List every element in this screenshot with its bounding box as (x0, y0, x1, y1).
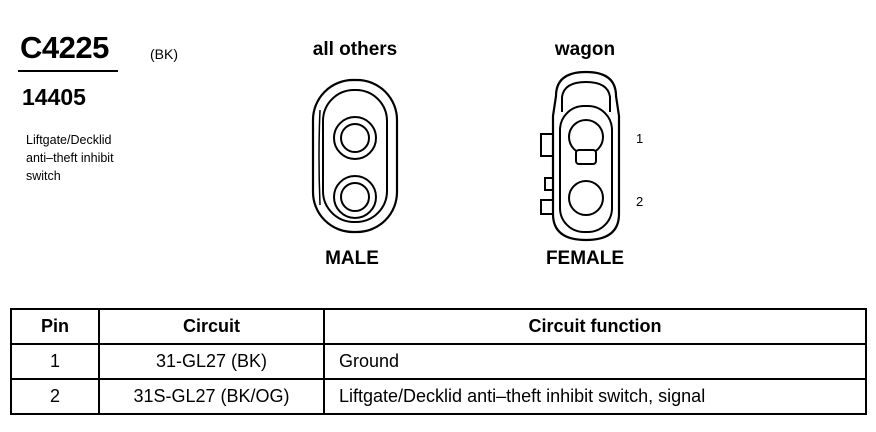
male-view-caption: all others (312, 39, 398, 60)
connector-color-code: (BK) (150, 46, 178, 62)
description-line: anti–theft inhibit (26, 151, 114, 165)
description-line: switch (26, 169, 61, 183)
header-circuit: Circuit (98, 308, 325, 345)
female-view-caption: wagon (554, 39, 616, 60)
male-pin-socket-1 (333, 116, 377, 160)
cell-function: Ground (323, 343, 867, 380)
male-outer-shell (311, 78, 399, 234)
part-number: 14405 (22, 84, 86, 110)
header-pin: Pin (10, 308, 100, 345)
female-locking-tab (540, 133, 553, 215)
female-connector-face (540, 70, 621, 242)
female-hood (561, 80, 611, 112)
table-header-row: Pin Circuit Circuit function (10, 308, 867, 345)
connector-id: C4225 (20, 30, 109, 65)
cell-pin: 2 (10, 378, 100, 415)
header-circuit-function: Circuit function (323, 308, 867, 345)
female-pin-label-1: 1 (636, 131, 644, 146)
description-line: Liftgate/Decklid (26, 133, 112, 147)
cell-function: Liftgate/Decklid anti–theft inhibit swit… (323, 378, 867, 415)
female-key-slot (575, 149, 597, 165)
table-row: 2 31S-GL27 (BK/OG) Liftgate/Decklid anti… (10, 378, 867, 415)
cell-pin: 1 (10, 343, 100, 380)
male-gender-label: MALE (325, 248, 379, 269)
table-row: 1 31-GL27 (BK) Ground (10, 343, 867, 380)
female-inner-body (559, 105, 613, 233)
cell-circuit: 31S-GL27 (BK/OG) (98, 378, 325, 415)
female-outer-shell (551, 70, 621, 242)
cell-circuit: 31-GL27 (BK) (98, 343, 325, 380)
connector-description: Liftgate/Decklid anti–theft inhibit swit… (26, 131, 176, 185)
title-underline (18, 70, 118, 72)
male-pin-2 (340, 182, 370, 212)
female-gender-label: FEMALE (545, 248, 625, 269)
male-inner-shell (322, 89, 388, 223)
male-shell-shadow (318, 109, 321, 206)
pin-circuit-table: Pin Circuit Circuit function 1 31-GL27 (… (10, 308, 867, 415)
male-pin-socket-2 (333, 175, 377, 219)
male-connector-face (311, 78, 399, 234)
male-pin-1 (340, 123, 370, 153)
female-pin-2 (568, 180, 604, 216)
female-pin-1 (568, 119, 604, 155)
female-pin-label-2: 2 (636, 194, 644, 209)
connector-drawings (311, 70, 621, 242)
